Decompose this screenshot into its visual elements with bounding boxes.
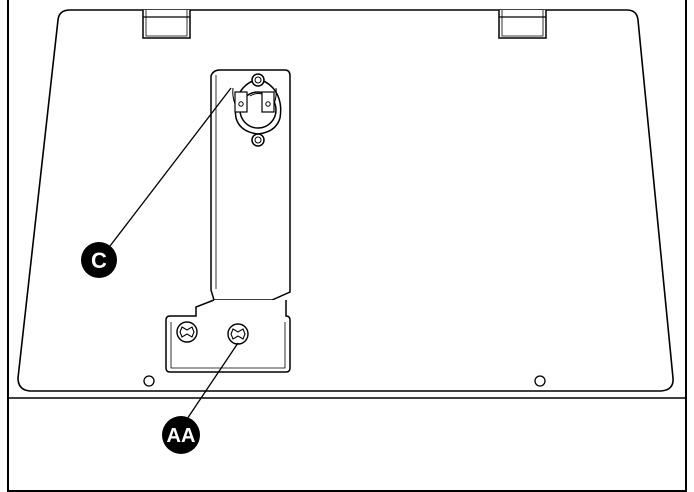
limit-switch-bottom-screw bbox=[251, 133, 265, 147]
outer-frame-border bbox=[7, 0, 687, 492]
top-tab-left bbox=[142, 10, 191, 39]
panel-hole-right bbox=[534, 375, 546, 387]
leader-line-aa bbox=[184, 342, 239, 423]
callout-c: C bbox=[81, 242, 117, 278]
bracket-foot-inner-edge bbox=[170, 322, 286, 369]
bracket-screw-right bbox=[227, 323, 249, 345]
panel-hole-left bbox=[143, 375, 155, 387]
callout-aa-badge bbox=[162, 416, 200, 454]
limit-switch-top-screw bbox=[251, 73, 265, 87]
callout-c-label: C bbox=[91, 248, 107, 273]
callout-aa-label: AA bbox=[167, 425, 196, 447]
bracket-screw-left bbox=[176, 321, 198, 343]
limit-switch bbox=[232, 79, 282, 135]
callout-aa: AA bbox=[162, 416, 200, 454]
top-tab-right bbox=[498, 10, 547, 39]
callout-c-badge bbox=[81, 242, 117, 278]
leader-line-c bbox=[109, 87, 232, 247]
access-panel bbox=[17, 9, 674, 392]
